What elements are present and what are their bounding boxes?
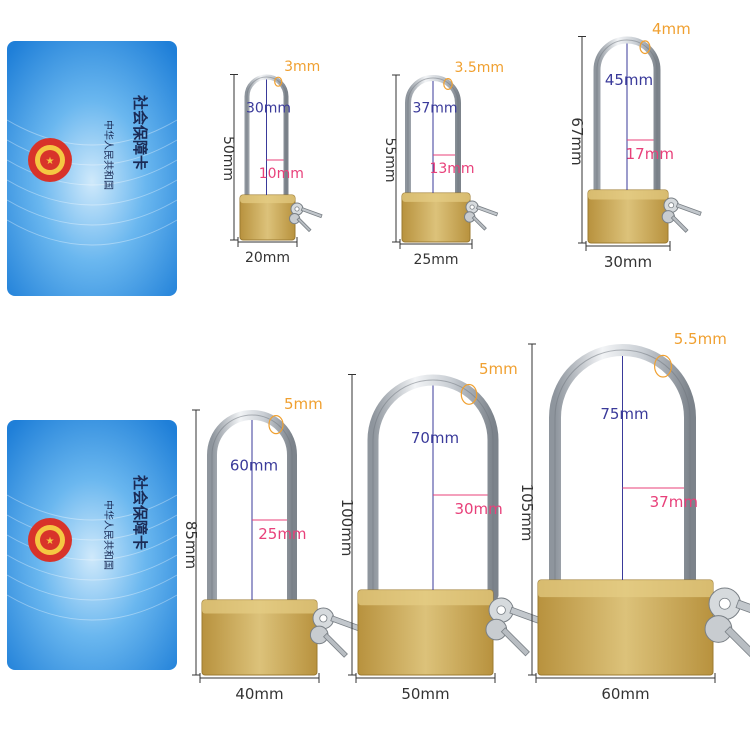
social-security-card-bottom: ★ 社会保障卡 中华人民共和国 [6, 420, 178, 670]
inner-width-label: 13mm [429, 161, 474, 177]
padlock-2: 25mm 55mm 37mm 13mm 3.5mm [382, 60, 504, 268]
overall-height-label: 100mm [338, 499, 356, 557]
overall-height-label: 55mm [382, 137, 398, 182]
dimension-lines: 40mm 85mm 60mm 25mm 5mm [182, 395, 323, 703]
thickness-label: 3.5mm [455, 60, 505, 76]
social-security-card-top: ★ 社会保障卡 中华人民共和国 [6, 41, 178, 296]
inner-width-label: 30mm [454, 500, 502, 518]
padlock-3: 30mm 67mm 45mm 17mm 4mm [568, 20, 702, 271]
overall-height-label: 85mm [182, 521, 200, 569]
shackle-height-label: 37mm [412, 101, 457, 117]
base-width-label: 30mm [604, 253, 652, 271]
inner-width-label: 25mm [258, 525, 306, 543]
base-width-label: 50mm [401, 685, 449, 703]
national-emblem-icon: ★ [28, 138, 72, 182]
shackle-height-label: 30mm [246, 100, 291, 116]
dimension-lines: 25mm 55mm 37mm 13mm 3.5mm [382, 60, 504, 268]
overall-height-label: 105mm [518, 484, 536, 542]
base-width-label: 60mm [601, 685, 649, 703]
card-title: 社会保障卡 [131, 94, 149, 170]
inner-width-label: 37mm [650, 493, 698, 511]
padlock-4: 40mm 85mm 60mm 25mm 5mm [182, 395, 368, 703]
shackle-height-label: 45mm [605, 71, 653, 89]
keys-icon [289, 202, 323, 233]
shackle-height-label: 60mm [230, 457, 278, 475]
thickness-label: 4mm [652, 20, 691, 38]
dimension-lines: 30mm 67mm 45mm 17mm 4mm [568, 20, 691, 271]
card-title: 社会保障卡 [131, 474, 149, 550]
card-issuer: 中华人民共和国 [102, 120, 115, 190]
inner-width-label: 10mm [259, 166, 304, 182]
overall-height-label: 67mm [568, 117, 586, 165]
svg-text:★: ★ [46, 156, 55, 167]
inner-width-label: 17mm [626, 145, 674, 163]
thickness-label: 3mm [284, 59, 320, 75]
keys-icon [463, 200, 499, 231]
svg-text:★: ★ [46, 536, 55, 547]
padlock-6: 60mm 105mm 75mm 37mm 5.5mm [518, 330, 750, 703]
base-width-label: 40mm [235, 685, 283, 703]
thickness-label: 5.5mm [674, 330, 727, 348]
keys-icon [661, 197, 702, 233]
dimension-lines: 20mm 50mm 30mm 10mm 3mm [220, 59, 320, 266]
thickness-label: 5mm [284, 395, 323, 413]
dimension-lines: 60mm 105mm 75mm 37mm 5.5mm [518, 330, 727, 703]
shackle-height-label: 75mm [600, 405, 648, 423]
thickness-label: 5mm [479, 360, 518, 378]
dimension-lines: 50mm 100mm 70mm 30mm 5mm [338, 360, 518, 703]
card-issuer: 中华人民共和国 [102, 500, 115, 570]
overall-height-label: 50mm [220, 136, 236, 181]
base-width-label: 20mm [245, 250, 290, 266]
padlock-1: 20mm 50mm 30mm 10mm 3mm [220, 59, 323, 266]
national-emblem-icon: ★ [28, 518, 72, 562]
base-width-label: 25mm [413, 252, 458, 268]
shackle-height-label: 70mm [411, 429, 459, 447]
